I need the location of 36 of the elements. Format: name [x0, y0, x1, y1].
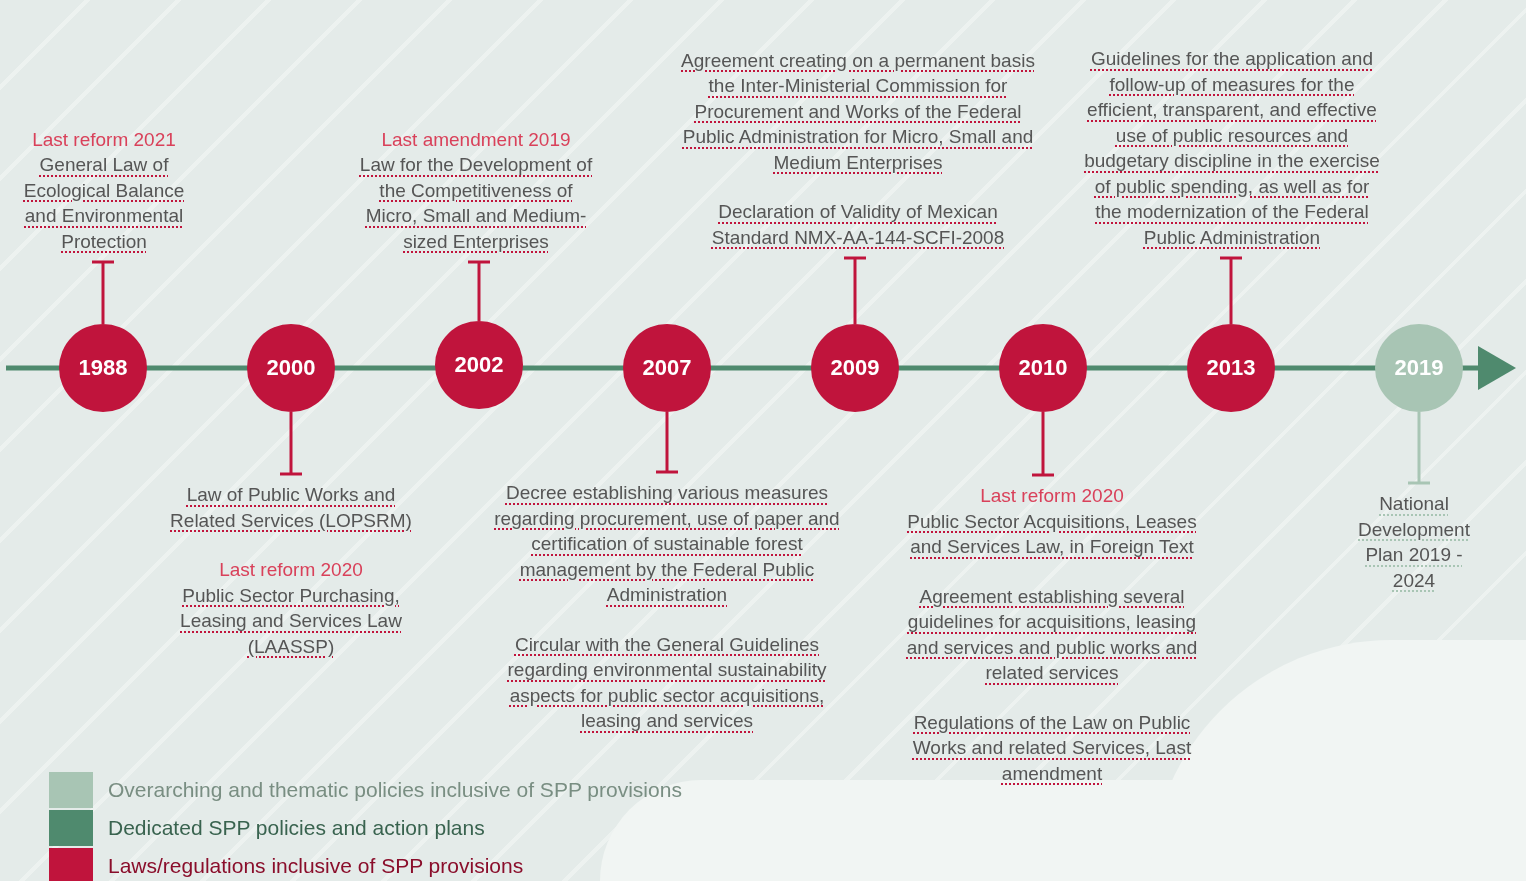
policy-title: Circular with the General Guidelines regarding environmental sustainability aspects for public sector acquisitions, leasing and services — [506, 632, 828, 733]
year-circle: 2009 — [811, 324, 899, 412]
policy-title: Public Sector Acquisitions, Leases and Services Law, in Foreign Text — [906, 509, 1198, 559]
year-circle: 2000 — [247, 324, 335, 412]
policy-title: National Development Plan 2019 - 2024 — [1357, 492, 1471, 593]
year-circle: 2007 — [623, 324, 711, 412]
year-circle: 2013 — [1187, 324, 1275, 412]
policy-title: Agreement establishing several guidelines for acquisitions, leasing and services and public works and related services — [905, 584, 1199, 685]
policy-title: General Law of Ecological Balance and Environmental Protection — [22, 153, 186, 254]
policy-title: Guidelines for the application and follow-up of measures for the efficient, transparent, and effective use of public resources and budgetary discipline in the exercise of public spending, as well as for the modernization of the Federal Public Administration — [1083, 47, 1381, 250]
connector-line — [280, 412, 302, 476]
policy-title: Decree establishing various measures regarding procurement, use of paper and certification of sustainable forest management by the Federal Public Administration — [493, 481, 841, 607]
policy-title: Public Sector Purchasing, Leasing and Services Law (LAASSP) — [179, 583, 403, 659]
reform-note: Last reform 2020 — [218, 558, 364, 582]
year-circle: 2002 — [435, 321, 523, 409]
connector-line — [1032, 412, 1054, 477]
connector-line — [844, 256, 866, 324]
policy-title: Regulations of the Law on Public Works and related Services, Last amendment — [911, 710, 1193, 786]
legend-text: Dedicated SPP policies and action plans — [108, 816, 485, 840]
connector-line — [1408, 412, 1430, 485]
connector-line — [92, 260, 114, 324]
connector-line — [656, 412, 678, 474]
legend-text: Laws/regulations inclusive of SPP provisions — [108, 854, 524, 878]
legend-text: Overarching and thematic policies inclusive of SPP provisions — [108, 778, 682, 802]
reform-note: Last reform 2020 — [979, 484, 1125, 508]
policy-title: Declaration of Validity of Mexican Standard NMX-AA-144-SCFI-2008 — [710, 200, 1006, 250]
year-circle: 2019 — [1375, 324, 1463, 412]
connector-line — [1220, 256, 1242, 324]
year-circle: 1988 — [59, 324, 147, 412]
policy-title: Law for the Development of the Competitiveness of Micro, Small and Medium-sized Enterprises — [358, 153, 594, 254]
reform-note: Last reform 2021 — [31, 127, 177, 152]
reform-note: Last amendment 2019 — [380, 127, 572, 152]
connector-line — [468, 260, 490, 321]
policy-title: Agreement creating on a permanent basis the Inter-Ministerial Commission for Procurement and Works of the Federal Public Administration for Micro, Small and Medium Enterprises — [680, 48, 1036, 175]
year-circle: 2010 — [999, 324, 1087, 412]
policy-title: Law of Public Works and Related Services (LOPSRM) — [169, 483, 413, 533]
